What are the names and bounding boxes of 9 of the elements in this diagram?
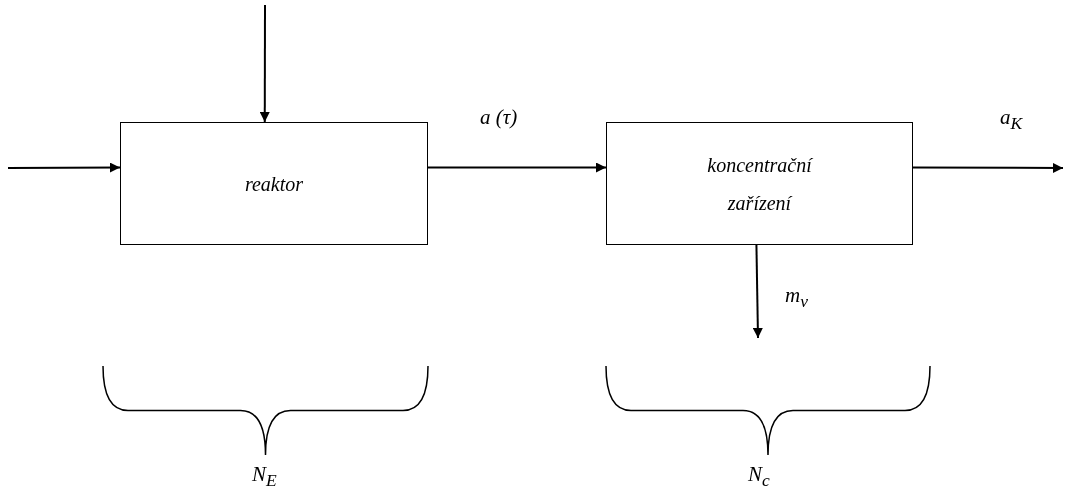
process-box <box>120 122 428 245</box>
box-label: koncentrační zařízení <box>706 152 814 216</box>
arrow <box>427 162 607 173</box>
arrow <box>7 162 121 173</box>
box-label: reaktor <box>243 171 305 197</box>
process-box <box>606 122 913 245</box>
arrow <box>912 162 1064 173</box>
arrow <box>752 244 763 339</box>
arrow <box>259 4 270 123</box>
